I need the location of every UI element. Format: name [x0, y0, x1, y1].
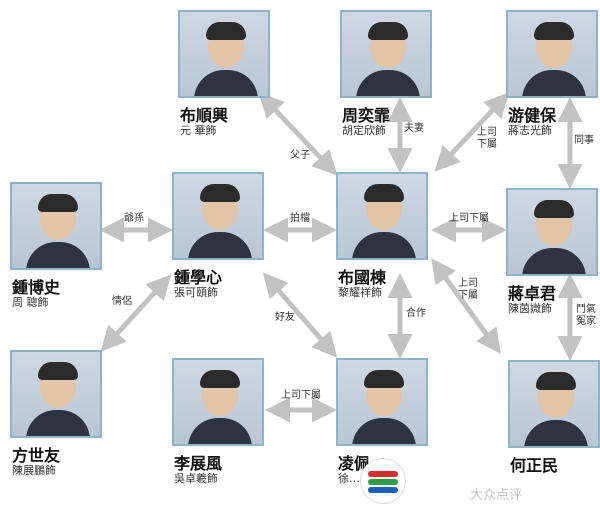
actor-credit: 黎耀祥飾	[338, 286, 382, 299]
relation-label: 夫妻	[404, 121, 424, 134]
watermark-text: 大众点评	[470, 488, 523, 503]
character-name: 鍾學心	[174, 268, 223, 287]
character-name: 布順興	[180, 106, 229, 125]
character-name: 布國棟	[338, 268, 387, 287]
character-name: 周奕霏	[342, 106, 391, 125]
actor-credit: 蔣志光飾	[508, 124, 552, 137]
character-name: 鍾博史	[12, 278, 61, 297]
relation-label: 父子	[290, 149, 310, 161]
relation-label: 上司下屬	[281, 389, 321, 401]
relation-label: 爺孫	[124, 211, 144, 224]
relation-arrow	[431, 257, 501, 355]
portrait-photo	[336, 172, 428, 260]
relation-label: 鬥氣冤家	[576, 302, 596, 327]
portrait-photo	[172, 172, 264, 260]
portrait-photo	[336, 358, 428, 446]
character-name: 方世友	[12, 446, 61, 465]
relation-arrow	[434, 92, 510, 172]
portrait-photo	[172, 358, 264, 446]
actor-credit: 元 華飾	[180, 124, 217, 137]
portrait-photo	[506, 10, 598, 98]
relation-label: 上司下屬	[477, 126, 497, 150]
relation-label: 上司下屬	[449, 212, 489, 224]
portrait-photo	[178, 10, 270, 98]
tvb-logo-icon	[360, 458, 406, 504]
character-name: 李展風	[174, 454, 223, 473]
actor-credit: 周 聰飾	[12, 296, 49, 309]
portrait-photo	[506, 188, 598, 276]
actor-credit: 胡定欣飾	[342, 124, 386, 137]
portrait-photo	[10, 182, 102, 270]
relation-label: 同事	[574, 133, 594, 146]
actor-credit: 陳茵媺飾	[508, 302, 552, 315]
character-name: 游健保	[508, 106, 557, 125]
actor-credit: 陳展鵬飾	[12, 464, 56, 477]
actor-credit: 吳卓羲飾	[174, 472, 218, 485]
portrait-photo	[508, 360, 600, 448]
relation-arrow	[100, 274, 172, 352]
relation-arrow	[258, 92, 338, 176]
character-name: 何正民	[510, 456, 559, 475]
actor-credit: 張可頤飾	[174, 286, 218, 299]
relation-label: 合作	[406, 306, 426, 319]
actor-credit: 徐…	[338, 472, 360, 485]
character-name: 蔣卓君	[508, 284, 557, 303]
relation-label: 情侶	[112, 294, 132, 307]
portrait-photo	[10, 350, 102, 438]
relation-label: 拍檔	[290, 211, 310, 224]
relation-label: 好友	[275, 310, 295, 323]
portrait-photo	[340, 10, 432, 98]
relation-label: 上司下屬	[458, 277, 478, 301]
relation-arrow	[262, 272, 338, 358]
